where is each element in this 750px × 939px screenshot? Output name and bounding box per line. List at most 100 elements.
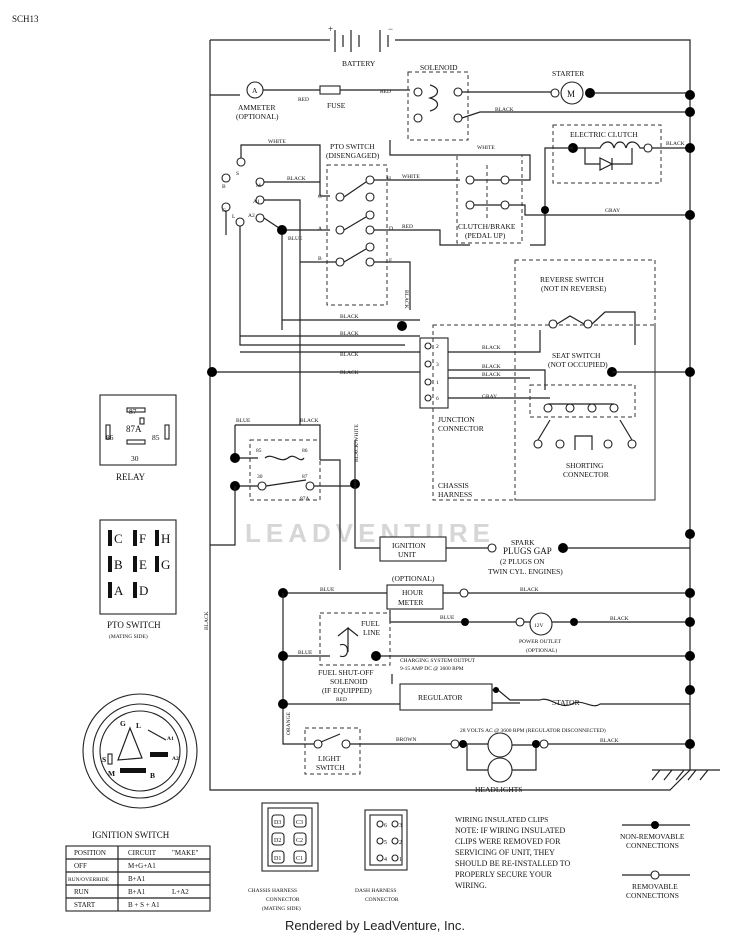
wire-black-label: BLACK [495, 107, 514, 113]
connector-pin-label: C1 [296, 856, 303, 862]
wire-black-label: BLACK [482, 345, 501, 351]
wire-brown-label: BROWN [396, 737, 417, 743]
pto-terminal-a: A [318, 226, 322, 232]
chassis-harness-label: CHASSIS [438, 481, 469, 490]
power-outlet-icon [529, 612, 553, 636]
connector-pin [376, 837, 384, 845]
junction-pin-6: 6 [436, 396, 439, 402]
hour-meter-optional-label: (OPTIONAL) [392, 574, 435, 583]
power-outlet: BLUE 12V BLACK POWER OUTLET (OPTIONAL) [282, 593, 695, 740]
connector-pin-label: 3 [399, 823, 402, 829]
reverse-switch-label: REVERSE SWITCH [540, 275, 605, 284]
table-cell: "MAKE" [172, 849, 198, 857]
junction-label: JUNCTION [438, 415, 475, 424]
ignition-unit-label-2: UNIT [398, 550, 416, 559]
ign-pin-m: M [108, 769, 115, 778]
connector-pin-label: 2 [399, 840, 402, 846]
fuse-label: FUSE [327, 101, 346, 110]
ign-terminal-s: S [236, 171, 239, 177]
dash-connector-label: DASH HARNESS [355, 888, 396, 894]
clutch-brake-label: CLUTCH/BRAKE [458, 222, 516, 231]
light-switch-headlights: LIGHT SWITCH ORANGE BROWN BLACK HEADLIGH… [282, 711, 690, 794]
starter: M STARTER [550, 69, 690, 105]
ign-terminal-a2: A2 [248, 213, 255, 219]
battery: + − BATTERY [328, 24, 393, 68]
clips-note-line: SERVICING OF UNIT, THEY [455, 848, 555, 857]
wire-black-label: BLACK [340, 314, 359, 320]
clips-note-line: PROPERLY SECURE YOUR [455, 870, 553, 879]
relay-pin-30: 30 [131, 454, 139, 463]
legend-removable: REMOVABLE [632, 882, 678, 891]
regulator-stator: CHARGING SYSTEM OUTPUT 9-15 AMP DC @ 360… [278, 658, 695, 734]
wire-black-label: BLACK [204, 611, 210, 630]
wire-blue-label: BLUE [298, 650, 313, 656]
table-cell: B + S + A1 [128, 901, 160, 909]
regulator-label: REGULATOR [418, 693, 462, 702]
table-cell: L+A2 [172, 888, 189, 896]
connector-pin [376, 820, 384, 828]
spark-label-4: TWIN CYL. ENGINES) [488, 567, 563, 576]
wire-red-label: RED [402, 224, 413, 230]
connector-pin [271, 832, 285, 846]
battery-minus-label: − [388, 24, 393, 34]
spark-label-3: (2 PLUGS ON [500, 557, 545, 566]
pto-pin-letter: C [114, 531, 123, 546]
chassis-connector-label: CHASSIS HARNESS [248, 888, 297, 894]
junction-pin-3: 3 [436, 362, 439, 368]
pto-pin-letter: B [114, 557, 123, 572]
junction-connector: 2 3 1 6 JUNCTION CONNECTOR BLACK BLACK B… [419, 330, 690, 433]
ign-pin-l: L [136, 721, 141, 730]
fuel-line-label-2: LINE [363, 628, 380, 637]
fuel-solenoid-label-3: (IF EQUIPPED) [322, 686, 372, 695]
pto-pin-letter: G [161, 557, 170, 572]
pto-pin-bar [108, 530, 112, 546]
chassis-connector-label-2: CONNECTOR [266, 897, 300, 903]
junction-pin-2: 2 [436, 344, 439, 350]
fuel-shutoff-solenoid: FUEL LINE BLUE FUEL SHUT-OFF SOLENOID (I… [278, 612, 695, 695]
connector-pin [293, 832, 307, 846]
headlights-label: HEADLIGHTS [475, 785, 523, 794]
ignition-switch-drawing: G L A1 A2 S M B IGNITION SWITCH [82, 693, 198, 840]
wire-black-label: BLACK [482, 372, 501, 378]
ign-terminal-m: M [256, 183, 261, 189]
wire-white-label: WHITE [477, 145, 495, 151]
battery-label: BATTERY [342, 59, 376, 68]
connector-pin-label: 1 [399, 857, 402, 863]
relay-pin-86: 86 [106, 433, 114, 442]
electric-clutch: ELECTRIC CLUTCH BLACK [530, 124, 690, 246]
ign-terminal-a1: A1 [253, 199, 260, 205]
connector-pin-label: D1 [274, 856, 281, 862]
pto-switch-state-label: (DISENGAGED) [326, 151, 380, 160]
clips-note-line: SHOULD BE RE-INSTALLED TO [455, 859, 571, 868]
mid-wire-bundle: BLACK BLACK BLACK BLACK [207, 314, 420, 377]
relay-terminal-30: 30 [257, 474, 263, 480]
table-frame [65, 845, 211, 912]
table-cell: POSITION [74, 849, 106, 857]
ign-pin-s: S [102, 755, 106, 764]
light-switch-label: LIGHT [318, 754, 341, 763]
junction-pin-1: 1 [436, 380, 439, 386]
headlight-icon [487, 757, 513, 783]
wire-black-label: BLACK [300, 418, 319, 424]
page-code: SCH13 [12, 14, 39, 24]
charging-output-rating: 9-15 AMP DC @ 3600 RPM [400, 666, 464, 672]
power-outlet-voltage: 12V [534, 623, 544, 629]
ign-pin-b: B [150, 771, 155, 780]
fuse-icon [319, 85, 341, 95]
wire-blue-label: BLUE [440, 615, 455, 621]
table-cell: CIRCUIT [128, 849, 157, 857]
clips-note-title: WIRING INSULATED CLIPS [455, 815, 548, 824]
ign-terminal-b: B [222, 184, 226, 190]
headlight-icon [487, 732, 513, 758]
ground-icon [651, 769, 720, 781]
starter-symbol: M [567, 89, 575, 99]
watermark: LEADVENTURE [245, 518, 496, 548]
ammeter-label: AMMETER [238, 103, 276, 112]
light-switch-label-2: SWITCH [316, 763, 345, 772]
table-cell: B+A1 [128, 875, 146, 883]
electric-clutch-label: ELECTRIC CLUTCH [570, 130, 638, 139]
